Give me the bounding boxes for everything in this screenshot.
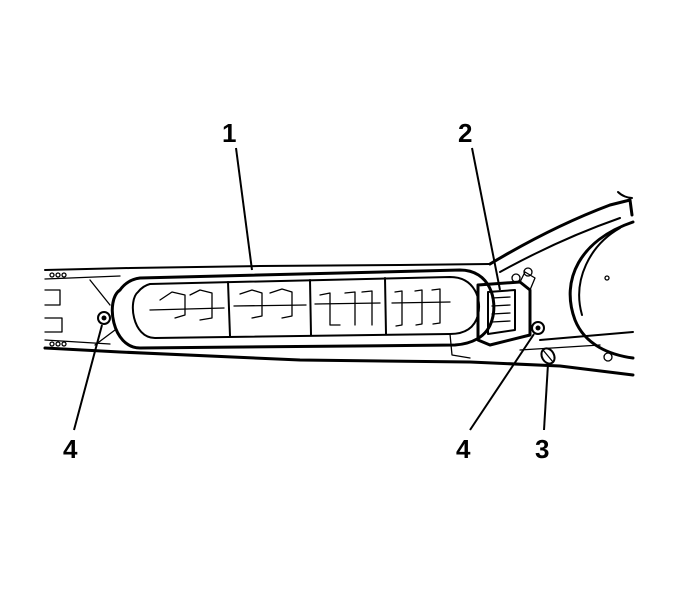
callout-2: 2	[458, 118, 472, 148]
trim-panel	[43, 191, 635, 377]
leader-line-1	[235, 147, 253, 271]
screw-left	[97, 311, 111, 325]
callout-4-right: 4	[456, 434, 471, 464]
electrical-connector	[476, 271, 536, 347]
screw-right	[531, 321, 545, 335]
vent-housing	[110, 268, 496, 359]
retaining-clip	[540, 347, 556, 365]
leader-line-3	[543, 363, 549, 431]
leader-line-2	[471, 147, 501, 291]
leader-line-4a	[73, 324, 103, 431]
leader-line-4b	[469, 333, 535, 431]
callout-1: 1	[222, 118, 236, 148]
callout-4-left: 4	[63, 434, 78, 464]
callout-3: 3	[535, 434, 549, 464]
